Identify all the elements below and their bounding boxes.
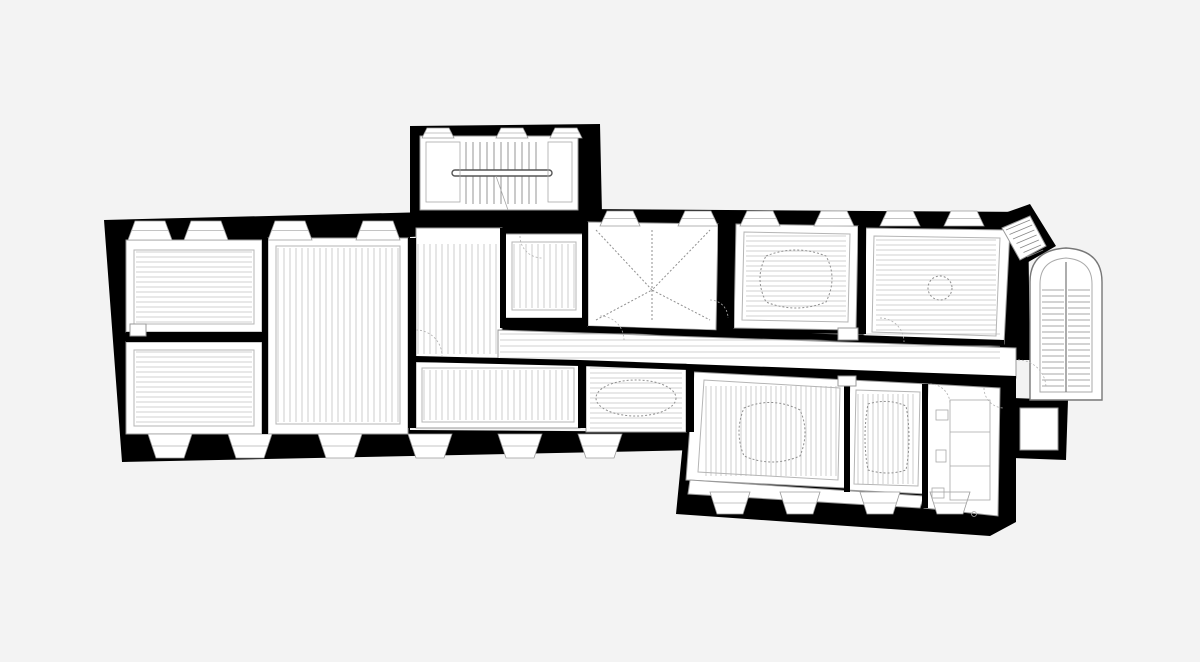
pier-box-2 (837, 327, 859, 341)
stair-tower-interior (419, 135, 579, 211)
corner-stair-steps (1005, 219, 1044, 258)
corner-stair-step (1012, 229, 1035, 240)
annex-interior (1019, 407, 1059, 451)
room-west-upper (125, 239, 263, 333)
wall-vault-east (718, 224, 734, 328)
wall-south-divider-2 (686, 366, 694, 432)
stair-direction-line (495, 175, 509, 211)
cartouche-3 (864, 400, 910, 474)
frame-west-upper (133, 249, 255, 325)
wall-west-divider (262, 238, 268, 434)
frame-south-2 (853, 389, 921, 487)
stair-tower-steps (1042, 289, 1090, 387)
wall-corridor-south (416, 356, 1016, 382)
wall-corridor-north (588, 326, 1004, 346)
corner-stair-step (1019, 239, 1039, 249)
toilet-1 (935, 409, 949, 421)
corner-staircase (1001, 215, 1047, 261)
room-south-1 (685, 371, 849, 489)
stair-steps (465, 142, 537, 204)
door-swing-6 (983, 387, 1005, 409)
room-west-lower (125, 341, 263, 435)
frame-ornate-1 (741, 231, 851, 323)
oval-ceiling (595, 379, 677, 417)
sink-1 (935, 449, 947, 463)
corner-stair-step (1005, 219, 1031, 231)
door-swing-1 (415, 329, 443, 357)
stair-handrail (451, 169, 553, 177)
room-frames (133, 231, 1001, 487)
frame-lower-middle (421, 367, 575, 423)
window-niches (127, 127, 985, 515)
room-ornate-1 (733, 223, 859, 331)
frame-ornate-2 (871, 235, 1001, 337)
spiral-stair-tower (1029, 247, 1103, 401)
pier-box-3 (837, 375, 857, 387)
room-lower-middle (415, 361, 581, 429)
wall-hall-east (408, 238, 416, 428)
ceiling-rosette (927, 275, 953, 301)
ceiling-ornaments (595, 229, 953, 474)
frame-west-lower (133, 349, 255, 427)
cartouche-2 (738, 402, 806, 463)
stair-landing-left (425, 141, 461, 203)
corner-stair-step (1009, 224, 1033, 235)
door-swing-8 (709, 299, 729, 319)
wall-bath-west (922, 384, 928, 508)
wall-small-south (504, 318, 584, 324)
pier-box-1 (129, 323, 147, 337)
vault-lines (595, 229, 711, 291)
frame-south-1 (697, 379, 841, 481)
room-stair-landing (415, 227, 503, 359)
door-swing-2 (599, 315, 625, 341)
main-staircase (425, 141, 573, 211)
frame-large-hall (275, 245, 401, 425)
stair-landing-right (547, 141, 573, 203)
toilet-2 (931, 487, 945, 499)
door-swing-3 (879, 317, 905, 343)
corner-stair-step (1023, 244, 1042, 253)
wall-room-divider (858, 226, 866, 334)
bath-partition (949, 399, 991, 501)
wall-vault-west (582, 222, 588, 326)
wall-south-divider-1 (578, 364, 586, 428)
frame-small-upper (511, 241, 577, 311)
door-swing-4 (1017, 359, 1047, 389)
cartouche-1 (759, 249, 833, 309)
wall-west-cross (126, 332, 262, 342)
floorboard-hatching (136, 235, 1000, 484)
wall-landing-east (500, 228, 506, 328)
interior-walls (126, 222, 1016, 508)
floor-drain (971, 511, 977, 517)
vault-lines-lower (595, 289, 711, 321)
corner-stair-step (1026, 249, 1044, 258)
stair-tower-inner (1039, 257, 1093, 393)
corner-stair-step (1016, 234, 1037, 244)
door-swing-7 (519, 235, 543, 259)
wall-south-divider-3 (844, 380, 850, 492)
bathroom-fixtures (931, 399, 991, 517)
